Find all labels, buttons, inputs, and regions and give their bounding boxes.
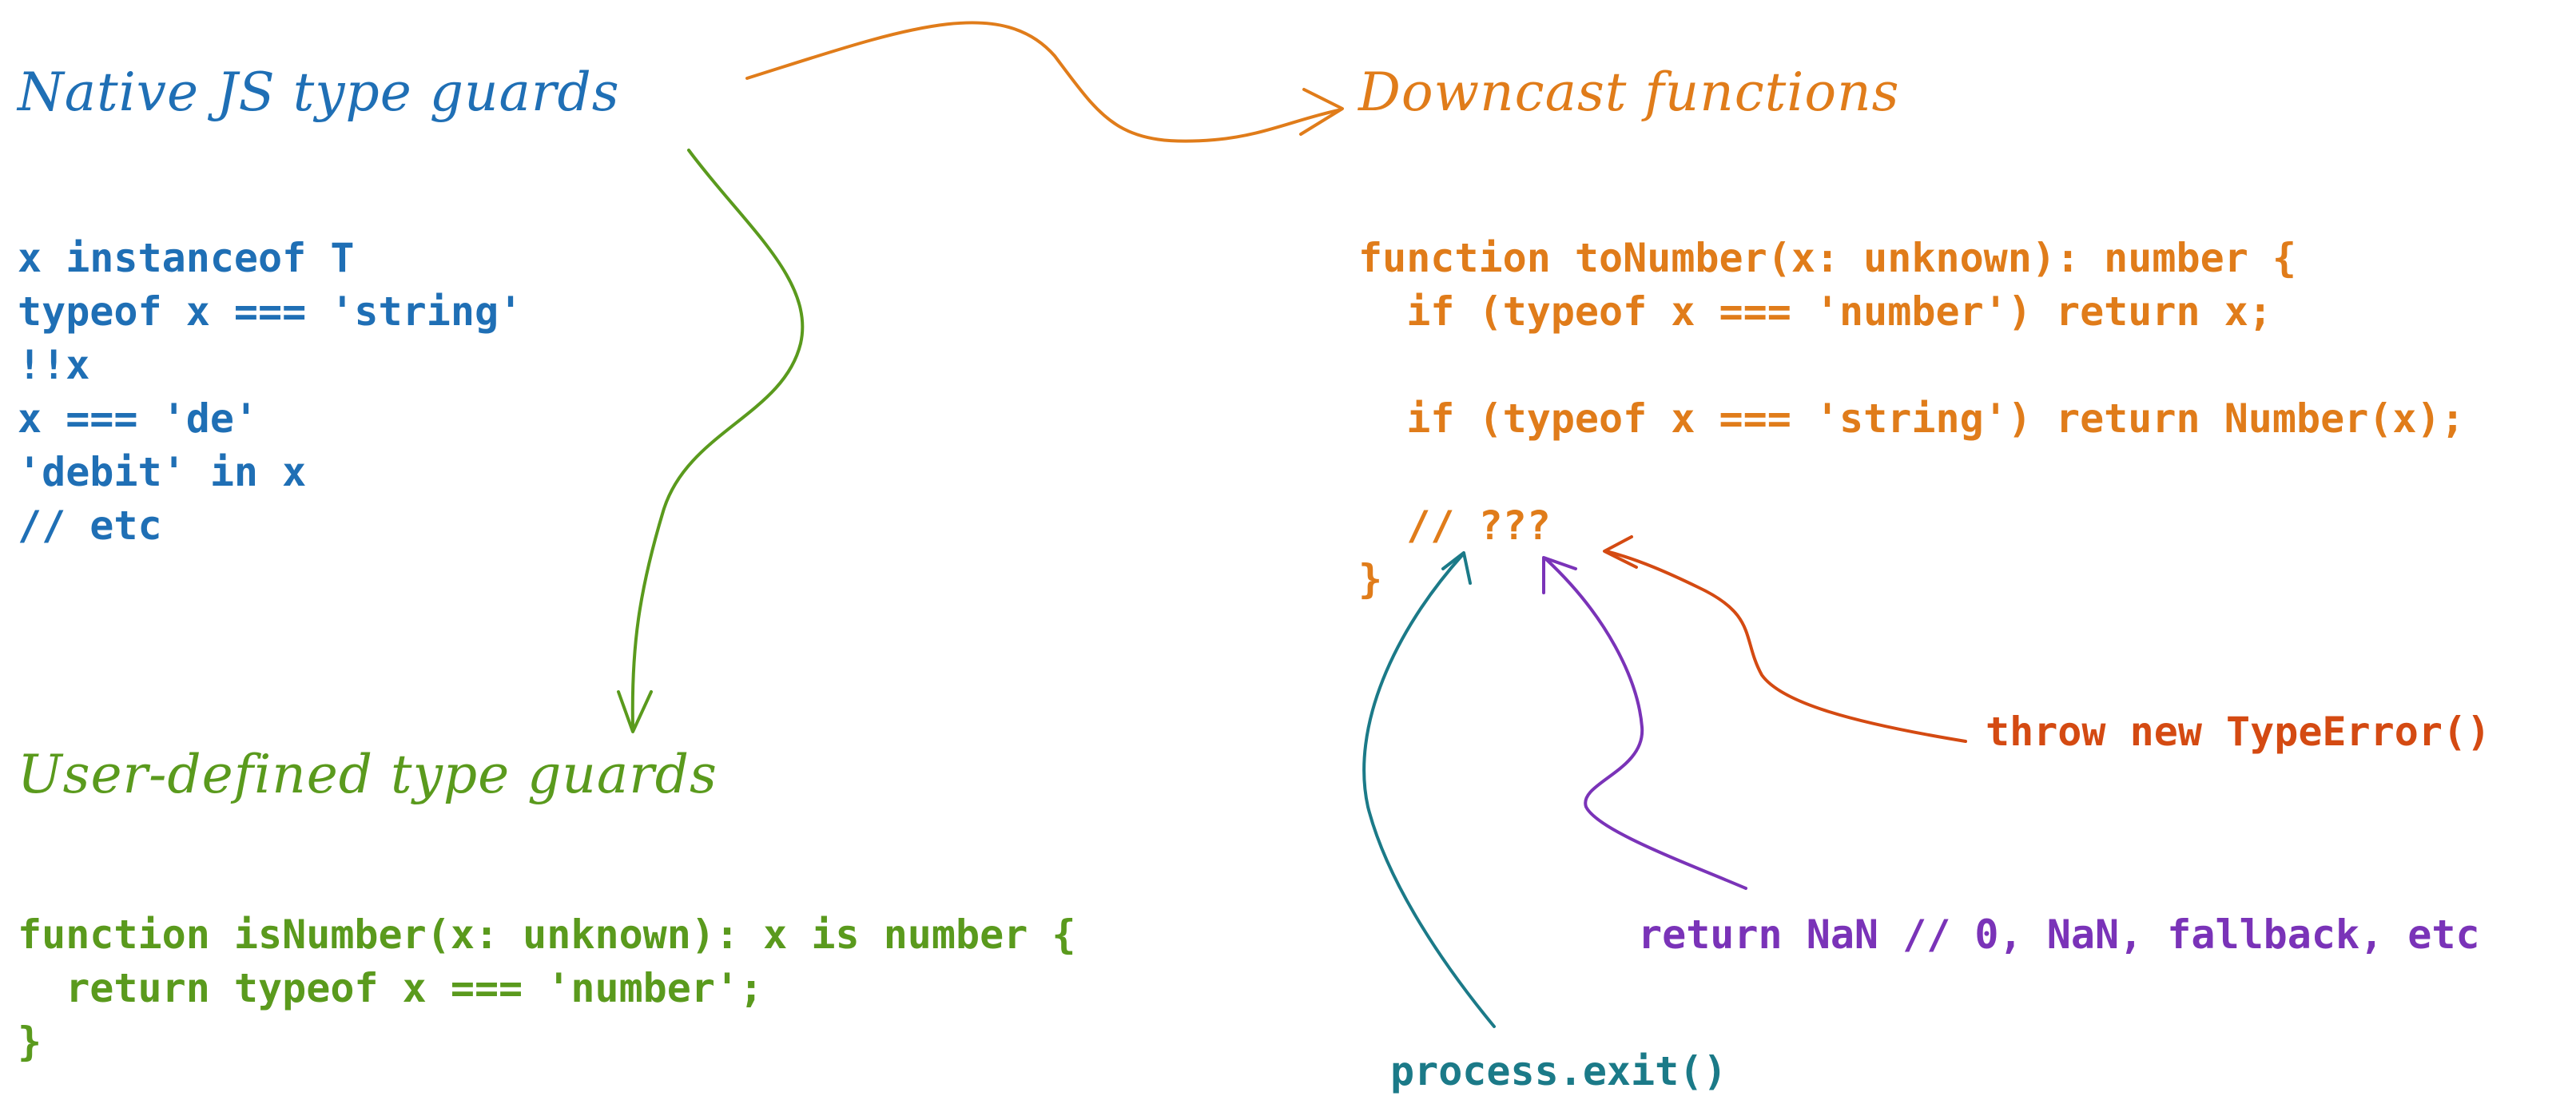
code-line: typeof x === 'string' (18, 288, 523, 335)
code-line: // ??? (1358, 502, 1551, 549)
code-line: function toNumber(x: unknown): number { (1358, 235, 2296, 281)
user-defined-guards-title: User-defined type guards (18, 744, 718, 805)
code-line: x instanceof T (18, 235, 354, 281)
code-line: // etc (18, 502, 162, 549)
native-guards-code: x instanceof T typeof x === 'string' !!x… (18, 235, 523, 549)
arrow-throw-to-placeholder (1603, 535, 1967, 743)
downcast-functions-title: Downcast functions (1358, 62, 1899, 123)
code-line: } (18, 1019, 42, 1065)
process-exit-option-label: process.exit() (1390, 1048, 1727, 1094)
arrow-nan-to-placeholder (1542, 556, 1747, 890)
arrow-exit-to-placeholder (1362, 551, 1496, 1028)
downcast-functions-code: function toNumber(x: unknown): number { … (1358, 235, 2465, 602)
code-line: } (1358, 556, 1382, 602)
code-line: 'debit' in x (18, 449, 306, 495)
throw-option-label: throw new TypeError() (1986, 709, 2491, 755)
code-line: x === 'de' (18, 395, 258, 442)
return-nan-option-label: return NaN // 0, NaN, fallback, etc (1638, 911, 2480, 958)
code-line: if (typeof x === 'number') return x; (1358, 288, 2272, 335)
arrow-native-to-user-defined (617, 149, 805, 733)
user-defined-guards-code: function isNumber(x: unknown): x is numb… (18, 911, 1076, 1065)
code-line: function isNumber(x: unknown): x is numb… (18, 911, 1076, 958)
native-guards-title: Native JS type guards (16, 62, 620, 123)
code-line: return typeof x === 'number'; (18, 965, 763, 1011)
code-line: !!x (18, 342, 89, 388)
arrow-native-to-downcast (745, 21, 1344, 143)
code-line: if (typeof x === 'string') return Number… (1358, 395, 2465, 442)
